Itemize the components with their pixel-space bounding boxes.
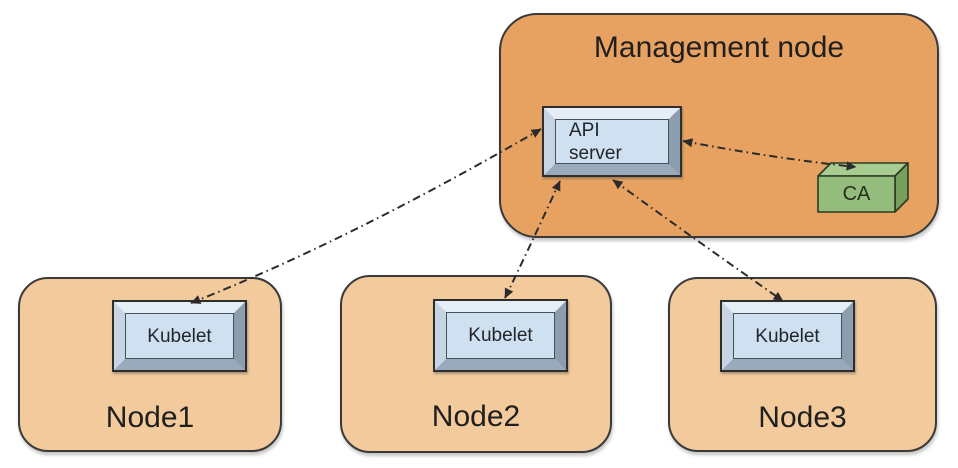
ca-label: CA	[842, 182, 871, 205]
kubelet-face: Kubelet	[733, 313, 842, 359]
api-server-label: API server	[569, 119, 622, 164]
kubelet-label: Kubelet	[147, 325, 212, 347]
ca-cuboid-icon	[817, 162, 909, 213]
node2-label: Node2	[431, 400, 521, 433]
kubelet-face: Kubelet	[125, 313, 234, 359]
api-server-face: API server	[555, 119, 669, 164]
api-server-box: API server	[542, 106, 682, 177]
kubelet-label: Kubelet	[468, 325, 533, 346]
kubelet-face: Kubelet	[446, 312, 555, 359]
node1-label: Node1	[105, 401, 195, 434]
ca-box: CA	[816, 159, 911, 217]
kubelet-box-node3: Kubelet	[720, 300, 855, 372]
kubelet-box-node2: Kubelet	[433, 299, 568, 372]
kubelet-bevel	[114, 302, 245, 370]
kubelet-box-node1: Kubelet	[112, 300, 247, 372]
kubelet-bevel	[722, 302, 853, 370]
management-node-label: Management node	[593, 31, 845, 64]
api-server-bevel	[544, 108, 680, 175]
kubelet-bevel	[435, 301, 566, 370]
kubelet-label: Kubelet	[755, 325, 820, 347]
node3-label: Node3	[758, 401, 847, 434]
